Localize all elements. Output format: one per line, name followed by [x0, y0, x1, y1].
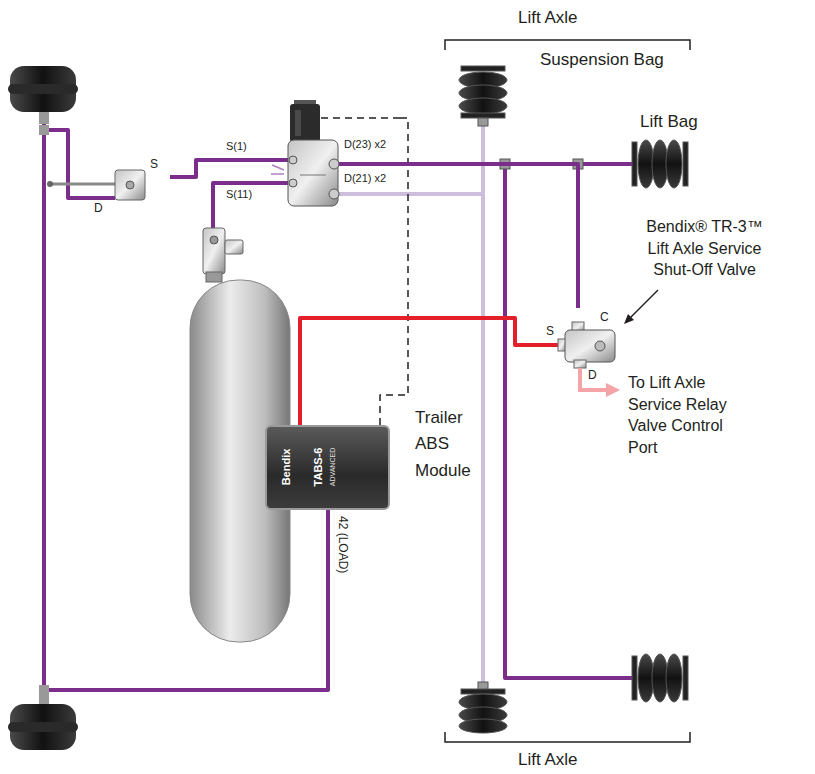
leveling-valve-body	[115, 170, 145, 200]
relay-arrow	[606, 383, 620, 397]
left-air-spring	[8, 722, 78, 732]
suspension-lines	[338, 192, 483, 196]
suspension-bag	[478, 118, 488, 126]
exhaust-marks	[271, 173, 284, 175]
air-line	[170, 160, 222, 177]
control-valve-body	[289, 179, 297, 187]
left-air-spring	[39, 112, 49, 124]
lift-bag	[683, 656, 688, 700]
wire	[320, 117, 400, 119]
leveling-valve-body	[50, 183, 115, 186]
suspension-bag	[459, 98, 507, 114]
control-valve-body	[288, 140, 338, 206]
relay-arrow	[580, 368, 608, 390]
exhaust-marks	[272, 165, 284, 170]
lift-control-valve: S(1) D(23) x2 S(11) D(21) x2	[222, 100, 400, 215]
air-lines	[44, 130, 115, 198]
lift-bag	[666, 654, 682, 702]
brackets	[445, 732, 690, 742]
left-air-spring	[39, 125, 49, 135]
port-label: ADVANCED	[329, 448, 337, 486]
suspension-bag	[461, 66, 505, 71]
lift-bag	[632, 142, 637, 186]
leader-arrow	[629, 290, 658, 319]
leader-arrow	[624, 290, 658, 324]
wire	[320, 117, 400, 119]
port-label: D	[588, 368, 597, 382]
suspension-lines	[481, 124, 485, 690]
leveling-valve-body	[47, 170, 145, 200]
abs-module: Trailer ABS ModuleBendixTABS-6ADVANCED	[265, 425, 390, 510]
leveling-valve: SD	[90, 155, 170, 218]
port-label: D(21) x2	[344, 172, 386, 185]
control-valve-body	[329, 189, 339, 199]
reservoir-tank	[225, 240, 243, 254]
reservoir-tank	[210, 236, 218, 244]
air-lines	[213, 183, 290, 230]
air-lines	[44, 122, 634, 700]
control-valve-body	[290, 104, 320, 142]
callout-label: Suspension Bag	[540, 50, 664, 70]
service-line	[540, 343, 560, 347]
port-label: D(23) x2	[344, 138, 386, 151]
lift-bag	[632, 656, 637, 700]
callout-label: Lift Bag	[640, 112, 698, 132]
port-label: S(11)	[226, 188, 252, 201]
port-label: Bendix	[280, 449, 293, 486]
tr3-valve-body	[574, 360, 586, 368]
left-air-spring	[8, 66, 78, 750]
tr3-valve: S C D	[540, 308, 630, 392]
reservoir-tank	[203, 228, 225, 274]
callout-label: Lift Axle	[518, 8, 578, 28]
control-valve-body	[288, 100, 339, 206]
left-air-spring	[8, 84, 78, 94]
callout-label: Bendix® TR-3™ Lift Axle Service Shut-Off…	[637, 216, 772, 281]
brackets	[445, 40, 690, 50]
tr3-valve-body	[558, 322, 615, 368]
service-line	[540, 343, 560, 347]
tr3-valve-body	[595, 341, 605, 351]
air-lines	[505, 164, 634, 678]
air-lines	[338, 162, 400, 166]
left-air-spring	[39, 685, 49, 695]
air-lines	[42, 122, 46, 700]
port-label: C	[600, 310, 609, 324]
air-lines	[578, 162, 634, 166]
suspension-lines	[338, 124, 483, 690]
reservoir-tank	[206, 272, 222, 282]
air-lines	[222, 158, 290, 162]
tr3-valve-body	[565, 330, 615, 362]
port-label: D	[94, 201, 103, 215]
port-label: S	[150, 157, 158, 171]
lift-bag	[666, 140, 682, 188]
callout-label: Lift Axle	[518, 750, 578, 770]
leader-arrow	[624, 314, 634, 324]
lift-bag	[683, 142, 688, 186]
suspension-bag	[459, 719, 507, 733]
control-valve-body	[295, 110, 301, 136]
leveling-valve-body	[126, 181, 134, 189]
control-valve-body	[289, 156, 297, 164]
exhaust-marks	[271, 165, 284, 174]
callout-label: To Lift Axle Service Relay Valve Control…	[628, 372, 728, 458]
suspension-bag	[461, 113, 505, 118]
port-label: 42 (LOAD)	[336, 516, 350, 573]
suspension-bag	[461, 689, 505, 694]
port-label: TABS-6	[312, 448, 325, 487]
leveling-valve-body	[47, 181, 53, 187]
control-valve-body	[329, 159, 339, 169]
port-label: S(1)	[226, 140, 247, 153]
node-heading: Trailer ABS Module	[415, 405, 490, 484]
air-line	[400, 164, 578, 308]
relay-arrow	[580, 368, 620, 397]
port-label: S	[546, 324, 554, 338]
control-valve-body	[300, 175, 326, 176]
